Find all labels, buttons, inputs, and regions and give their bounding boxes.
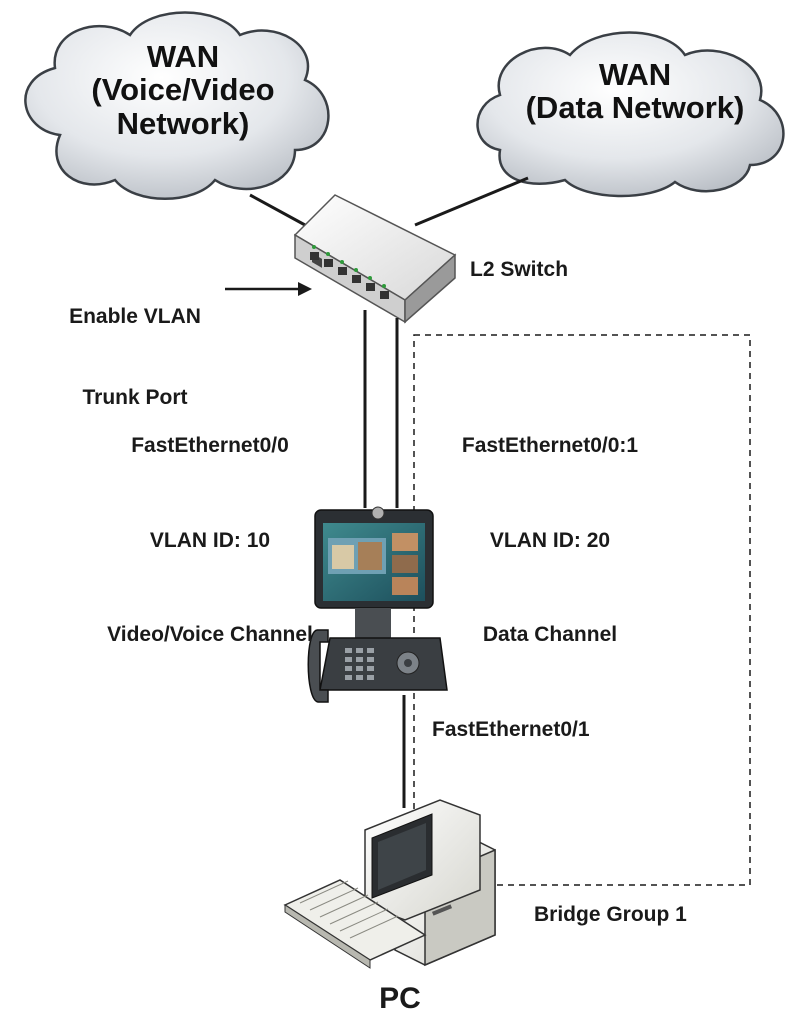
data-link-line1: FastEthernet0/0:1 xyxy=(461,434,639,457)
trunk-note: Enable VLAN Trunk Port xyxy=(40,248,230,439)
link-wan-voice-to-switch xyxy=(249,193,306,227)
trunk-note-line2: Trunk Port xyxy=(82,386,188,410)
video-phone-icon xyxy=(307,506,448,703)
wan-data-label: WAN (Data Network) xyxy=(490,58,780,125)
wan-data-line1: WAN xyxy=(598,57,672,92)
data-link-line2: VLAN ID: 20 xyxy=(489,528,611,552)
data-link-label: FastEthernet0/0:1 VLAN ID: 20 Data Chann… xyxy=(420,367,680,682)
voice-link-label: FastEthernet0/0 VLAN ID: 10 Video/Voice … xyxy=(60,367,360,682)
wan-voice-label: WAN (Voice/Video Network) xyxy=(58,39,308,141)
wan-voice-line1: WAN xyxy=(146,39,220,74)
link-wan-data-to-switch xyxy=(414,176,529,227)
pc-label: PC xyxy=(379,982,421,1015)
data-link-line3: Data Channel xyxy=(482,623,618,646)
wan-data-cloud xyxy=(476,31,785,198)
pc-link-label: FastEthernet0/1 xyxy=(432,718,590,741)
voice-link-line2: VLAN ID: 10 xyxy=(149,528,271,552)
pc-icon xyxy=(283,799,496,969)
trunk-arrow xyxy=(225,282,312,296)
wan-voice-line2: (Voice/Video xyxy=(91,72,275,108)
voice-link-line3: Video/Voice Channel xyxy=(107,623,313,646)
bridge-group-boundary xyxy=(413,334,751,886)
wan-voice-cloud xyxy=(24,11,330,200)
l2-switch-icon xyxy=(293,194,457,324)
switch-label: L2 Switch xyxy=(470,258,569,281)
wan-data-line2: (Data Network) xyxy=(525,90,745,126)
bridge-group-label: Bridge Group 1 xyxy=(534,903,687,926)
trunk-note-line1: Enable VLAN xyxy=(69,304,201,328)
wan-voice-line3: Network) xyxy=(116,105,250,141)
voice-link-line1: FastEthernet0/0 xyxy=(131,434,289,457)
